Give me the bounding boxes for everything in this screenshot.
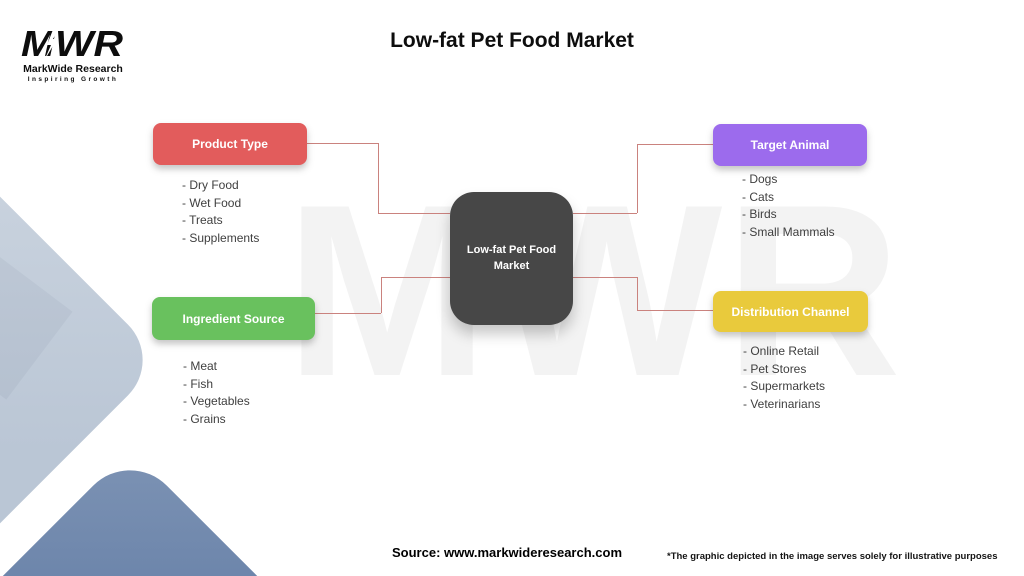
list-item: - Dry Food [182, 178, 239, 192]
list-ingredient-source: - Meat - Fish - Vegetables - Grains [183, 358, 250, 428]
logo-tagline: Inspiring Growth [27, 76, 119, 83]
connector-target-animal [573, 213, 637, 214]
connector-ingredient-source [381, 277, 450, 278]
list-item: - Supplements [182, 230, 260, 245]
node-product-type: Product Type [153, 123, 307, 165]
list-item: - Supermarkets [743, 379, 826, 393]
node-target-animal-label: Target Animal [750, 138, 830, 152]
list-item: - Online Retail [743, 344, 820, 358]
node-distribution-channel-label: Distribution Channel [731, 304, 850, 319]
connector-ingredient-source [381, 277, 382, 313]
mwr-logo-icon: MWR [21, 26, 123, 62]
list-item: - Small Mammals [742, 224, 835, 239]
list-item: - Veterinarians [743, 396, 821, 411]
list-item: - Treats [182, 213, 223, 227]
connector-distribution-channel [637, 310, 713, 311]
node-ingredient-source-label: Ingredient Source [182, 311, 285, 326]
connector-product-type [378, 213, 450, 214]
list-item: - Cats [742, 189, 775, 204]
list-item: - Birds [742, 207, 777, 221]
disclaimer-text: *The graphic depicted in the image serve… [667, 551, 998, 562]
list-item: - Pet Stores [743, 361, 807, 376]
node-target-animal: Target Animal [713, 124, 867, 166]
center-node-label-line2: Market [493, 259, 530, 272]
center-node-low-fat-pet-food-market: Low-fat Pet Food Market [450, 192, 573, 325]
connector-product-type [307, 143, 378, 144]
list-item: - Vegetables [183, 394, 250, 408]
source-text: Source: www.markwideresearch.com [392, 545, 623, 560]
list-target-animal: - Dogs - Cats - Birds - Small Mammals [742, 171, 835, 241]
list-item: - Wet Food [182, 195, 242, 210]
list-product-type: - Dry Food - Wet Food - Treats - Supplem… [182, 177, 259, 247]
connector-distribution-channel [637, 277, 638, 310]
page-title: Low-fat Pet Food Market [390, 29, 634, 52]
connector-target-animal [637, 144, 713, 145]
list-item: - Grains [183, 411, 226, 426]
lightning-bolt-icon [44, 27, 60, 61]
logo-name: MarkWide Research [23, 63, 123, 75]
connector-target-animal [637, 144, 638, 213]
list-item: - Fish [183, 376, 213, 391]
connector-ingredient-source [315, 313, 381, 314]
connector-product-type [378, 143, 379, 213]
list-item: - Dogs [742, 172, 778, 186]
list-item: - Meat [183, 359, 218, 373]
logo-acronym: MWR [21, 26, 123, 62]
markwide-logo: MWR MarkWide Research Inspiring Growth [20, 26, 126, 83]
connector-distribution-channel [573, 277, 637, 278]
node-product-type-label: Product Type [192, 137, 268, 151]
list-distribution-channel: - Online Retail - Pet Stores - Supermark… [743, 343, 825, 413]
node-ingredient-source: Ingredient Source [152, 297, 315, 340]
center-node-label-line1: Low-fat Pet Food [466, 243, 557, 256]
mwr-watermark: MWR [285, 168, 903, 413]
node-distribution-channel: Distribution Channel [713, 291, 868, 332]
